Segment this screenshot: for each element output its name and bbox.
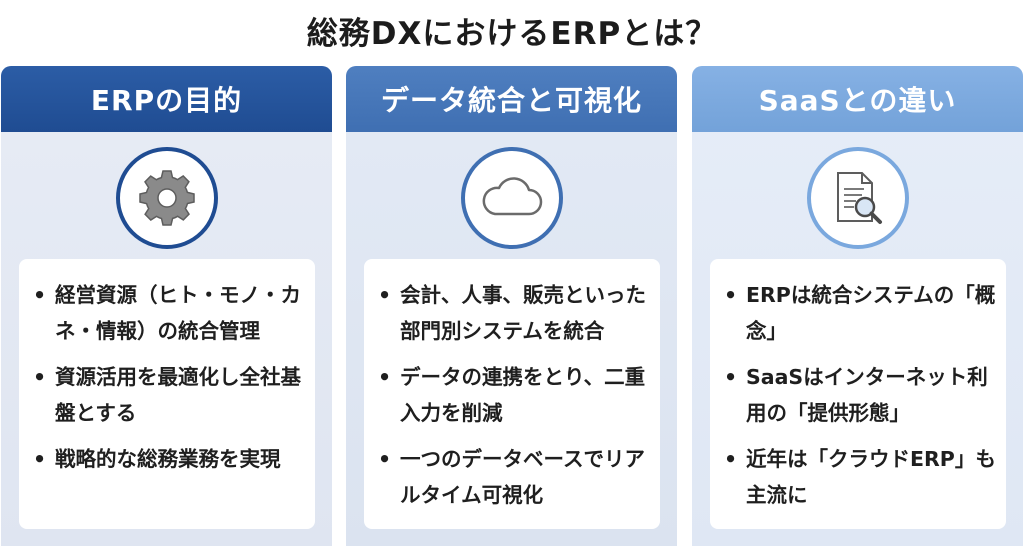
column-erp-purpose: ERPの目的 •経営資源（ヒト・モノ・カネ・情報）の統合管理 •資源活用を最適化… (1, 66, 332, 546)
cloud-icon (482, 177, 542, 216)
column-saas-difference: SaaSとの違い •ERPは統合システムの「概念」 •SaaSはインターネット利… (692, 66, 1023, 546)
icon-circle (806, 147, 909, 249)
bullet-card: •会計、人事、販売といった部門別システムを統合 •データの連携をとり、二重入力を… (364, 259, 660, 529)
icon-circle (460, 147, 563, 249)
page-title: 総務DXにおけるERPとは？ (306, 16, 718, 52)
list-item: •戦略的な総務業務を実現 (33, 447, 281, 471)
list-item: •近年は「クラウドERP」も主流に (724, 447, 996, 507)
gear-icon (138, 170, 195, 226)
column-header: ERPの目的 (1, 66, 332, 132)
icon-circle (115, 147, 218, 249)
list-item: •経営資源（ヒト・モノ・カネ・情報）の統合管理 (33, 283, 301, 343)
bullet-card: •ERPは統合システムの「概念」 •SaaSはインターネット利用の「提供形態」 … (710, 259, 1006, 529)
column-header: データ統合と可視化 (346, 66, 677, 132)
list-item: •SaaSはインターネット利用の「提供形態」 (724, 365, 988, 425)
document-search-icon (836, 172, 882, 224)
sparkle-icon (968, 486, 1003, 524)
list-item: •一つのデータベースでリアルタイム可視化 (378, 447, 645, 507)
list-item: •データの連携をとり、二重入力を削減 (378, 365, 646, 425)
list-item: •ERPは統合システムの「概念」 (724, 283, 996, 343)
list-item: •会計、人事、販売といった部門別システムを統合 (378, 283, 646, 343)
list-item: •資源活用を最適化し全社基盤とする (33, 365, 301, 425)
column-header: SaaSとの違い (692, 66, 1023, 132)
column-data-integration: データ統合と可視化 •会計、人事、販売といった部門別システムを統合 •データの連… (346, 66, 677, 546)
bullet-card: •経営資源（ヒト・モノ・カネ・情報）の統合管理 •資源活用を最適化し全社基盤とす… (19, 259, 315, 529)
